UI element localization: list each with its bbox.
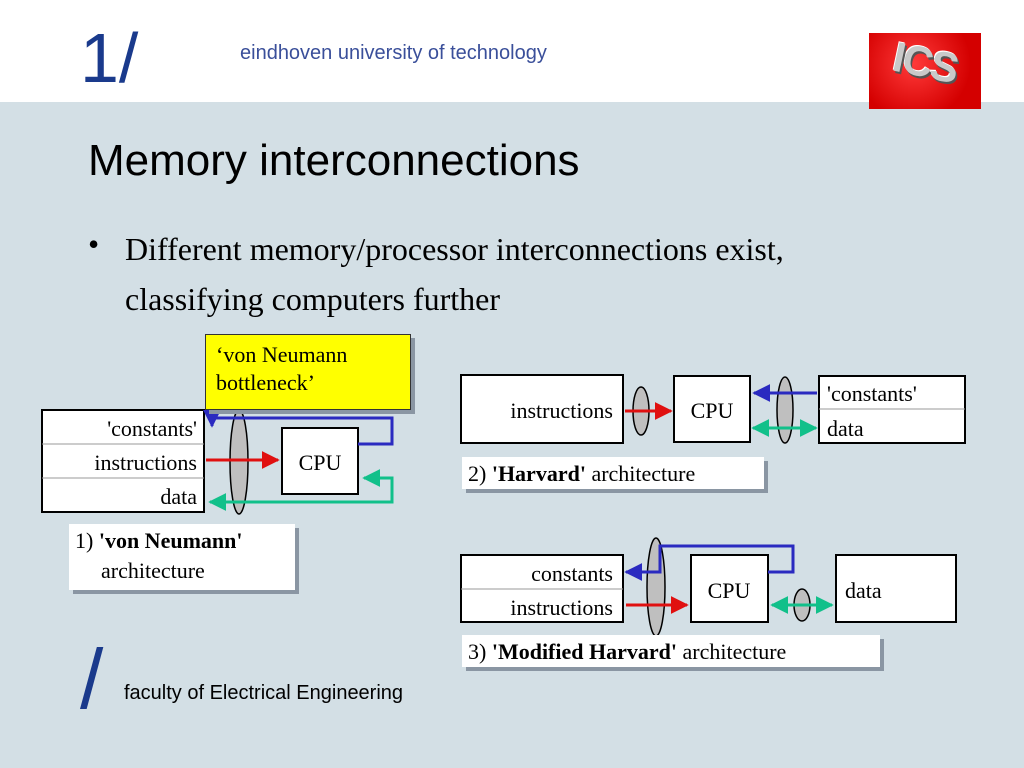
callout-line-2: bottleneck’: [216, 370, 315, 395]
modified-harvard-diagram: constants instructions CPU data: [460, 537, 957, 637]
caption-harvard: 2) 'Harvard' architecture: [462, 457, 764, 489]
university-mark: 1/: [80, 19, 139, 97]
mh-memory-row-instructions: instructions: [510, 595, 613, 620]
header-bar: 1/ eindhoven university of technology IC…: [0, 0, 1024, 109]
caption-title: 'Modified Harvard': [491, 639, 677, 664]
harvard-diagram: instructions CPU 'constants' data: [460, 374, 966, 444]
footer-slash-mark: /: [80, 632, 104, 726]
hv-instructions-box: [460, 374, 624, 444]
hv-instructions-label: instructions: [510, 398, 613, 423]
caption-number: 1): [75, 528, 99, 553]
callout-line-1: ‘von Neumann: [216, 342, 348, 367]
caption-rest: architecture: [676, 639, 787, 664]
slide-title: Memory interconnections: [88, 136, 580, 185]
faculty-name: faculty of Electrical Engineering: [124, 682, 404, 704]
hv-data-bus: [776, 376, 794, 444]
vn-memory-row-instructions: instructions: [94, 450, 197, 475]
mh-data-label: data: [845, 578, 882, 603]
vn-memory-row-data: data: [160, 484, 197, 509]
mh-data-box: [835, 554, 957, 623]
mh-constants-link: [624, 544, 795, 581]
mh-memory-row-constants: constants: [531, 561, 613, 586]
caption-title: 'Harvard': [491, 461, 586, 486]
caption-number: 3): [468, 639, 492, 664]
vn-constants-link: [203, 409, 394, 446]
vn-data-link: [208, 469, 394, 511]
ics-logo: ICS: [869, 33, 981, 109]
von-neumann-diagram: 'constants' instructions data CPU: [41, 409, 394, 515]
mh-cpu-label: CPU: [708, 578, 751, 603]
hv-memory-row-data: data: [827, 416, 864, 441]
caption-von-neumann-line2: architecture: [101, 558, 205, 583]
hv-cpu-label: CPU: [691, 398, 734, 423]
mh-memory-bus: [646, 537, 666, 637]
caption-von-neumann: 1) 'von Neumann' architecture: [69, 524, 295, 590]
hv-cpu-box: [673, 375, 751, 443]
mh-cpu-box: [690, 554, 769, 623]
bullet-icon: •: [88, 226, 100, 262]
caption-rest: architecture: [585, 461, 696, 486]
vn-bus: [229, 409, 249, 515]
university-name: eindhoven university of technology: [240, 42, 547, 64]
caption-modified-harvard: 3) 'Modified Harvard' architecture: [462, 635, 880, 667]
bullet-text: Different memory/processor interconnecti…: [125, 231, 784, 317]
vn-memory-box: [41, 409, 205, 513]
hv-memory-row-constants: 'constants': [827, 381, 917, 406]
caption-title: 'von Neumann': [98, 528, 243, 553]
von-neumann-bottleneck-callout: ‘von Neumann bottleneck’: [205, 334, 411, 410]
vn-cpu-label: CPU: [299, 450, 342, 475]
caption-von-neumann-line1: 1) 'von Neumann': [75, 526, 289, 556]
vn-memory-row-constants: 'constants': [107, 416, 197, 441]
caption-number: 2): [468, 461, 492, 486]
